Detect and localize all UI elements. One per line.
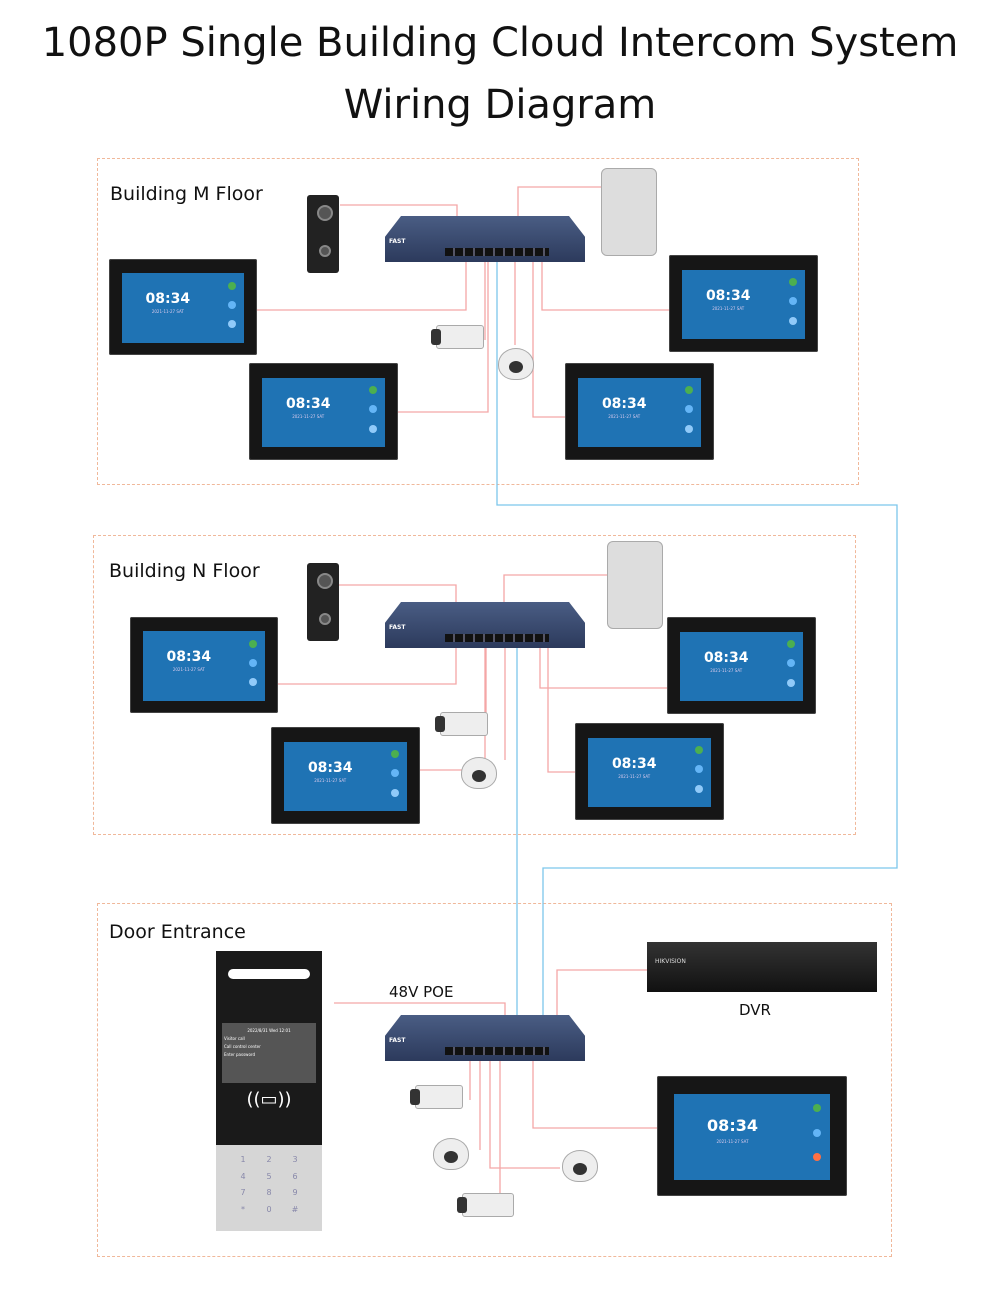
dome-camera-door [433, 1138, 469, 1170]
poe-label: 48V POE [389, 983, 454, 1001]
dome-camera-n [461, 757, 497, 789]
dome-camera-m [498, 348, 534, 380]
zone-label-door: Door Entrance [109, 921, 246, 943]
bullet-camera-m [431, 325, 484, 349]
zone-label-m: Building M Floor [110, 183, 263, 205]
zone-door-entrance [97, 903, 892, 1257]
zone-building-m [97, 158, 859, 485]
ptz-dome-camera-door [562, 1150, 598, 1182]
bullet-camera-door-2 [457, 1193, 514, 1217]
rfid-icon: ((▭)) [246, 1089, 292, 1110]
dvr-label: DVR [739, 1001, 771, 1019]
camera-doorbell-n [607, 541, 663, 629]
bullet-camera-door [410, 1085, 463, 1109]
dvr-device: HIKVISION [647, 942, 877, 992]
poe-switch-n: FAST [385, 602, 585, 648]
zone-building-n [93, 535, 856, 835]
poe-switch-door: FAST [385, 1015, 585, 1061]
zone-label-n: Building N Floor [109, 560, 260, 582]
bullet-camera-n [435, 712, 488, 736]
camera-doorbell-m [601, 168, 657, 256]
poe-switch-m: FAST [385, 216, 585, 262]
doorbell-m [307, 195, 339, 273]
doorbell-n [307, 563, 339, 641]
title-line-1: 1080P Single Building Cloud Intercom Sys… [41, 20, 959, 66]
title-line-2: Wiring Diagram [343, 82, 657, 128]
